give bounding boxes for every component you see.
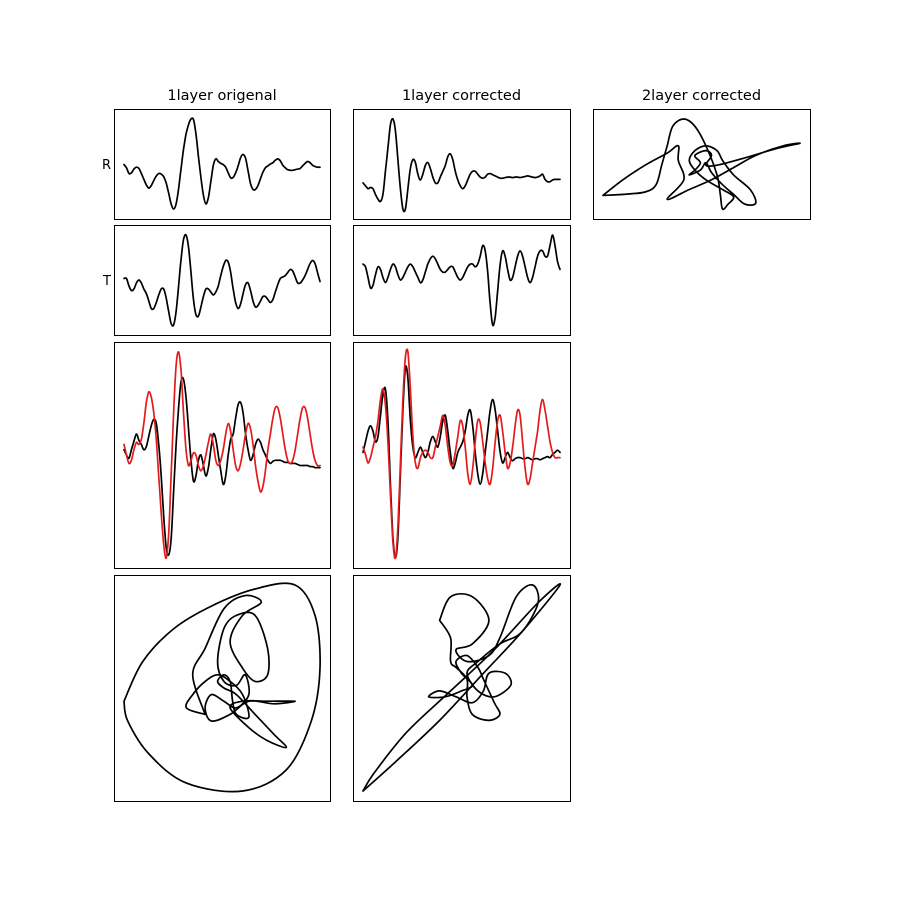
series-black-r1-c1-1 (123, 117, 321, 210)
panel-r2-c2 (353, 225, 571, 336)
series-black-r4-c1-1 (123, 582, 321, 793)
row-label-r: R (102, 158, 111, 173)
column-title-3: 2layer corrected (642, 88, 761, 104)
column-title-1: 1layer origenal (167, 88, 276, 104)
panel-r3-c2 (353, 342, 571, 569)
panel-frame (353, 225, 571, 336)
panel-r1-c2 (353, 109, 571, 220)
panel-r1-c3 (593, 109, 811, 220)
panel-r1-c1 (114, 109, 331, 220)
series-red-r3-c2-2 (362, 348, 561, 560)
panel-frame (353, 575, 571, 802)
column-titles: 1layer origenal 1layer corrected 2layer co… (167, 88, 761, 104)
panel-r3-c1 (114, 342, 331, 569)
panel-r4-c1 (114, 575, 331, 802)
series-black-r1-c2-1 (362, 117, 561, 213)
panel-frame (114, 342, 331, 569)
panel-frame (114, 575, 331, 802)
panel-frame (114, 109, 331, 220)
panel-frame (593, 109, 811, 220)
series-black-r2-c2-1 (362, 234, 561, 327)
series-red-r3-c1-2 (123, 351, 321, 560)
panel-frame (353, 109, 571, 220)
panel-frame (114, 225, 331, 336)
series-black-r4-c2-1 (362, 583, 562, 792)
series-black-r3-c1-1 (123, 376, 321, 557)
series-black-r2-c1-1 (123, 233, 321, 327)
panel-r4-c2 (353, 575, 571, 802)
series-black-r1-c3-1 (602, 118, 801, 211)
row-labels: RT (102, 158, 111, 289)
series-black-r4-c1-2 (185, 594, 296, 749)
column-title-2: 1layer corrected (402, 88, 521, 104)
panel-grid (114, 109, 811, 802)
row-label-t: T (102, 274, 111, 289)
panel-frame (353, 342, 571, 569)
panel-r2-c1 (114, 225, 331, 336)
series-black-r4-c2-2 (427, 584, 540, 722)
